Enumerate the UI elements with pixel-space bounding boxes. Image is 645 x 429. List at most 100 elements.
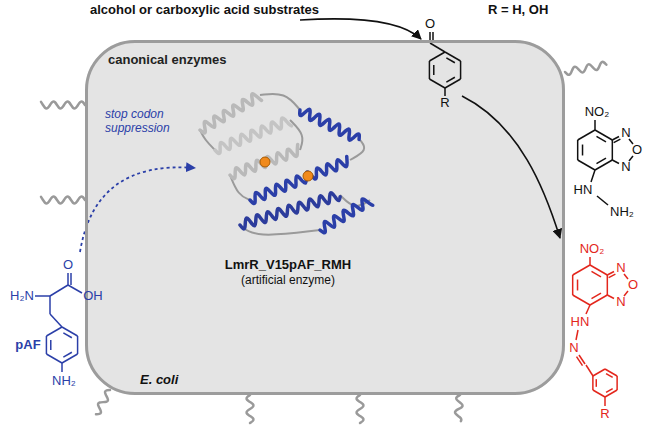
atom-label: O [425,17,435,32]
atom-label: N [569,341,578,356]
flagellum [96,390,110,414]
cell: canonical enzymesLmrR_V15pAF_RMH(artific… [85,40,565,395]
bond [607,272,614,276]
bond [595,130,612,140]
bond [35,295,50,297]
bond [429,61,431,79]
cell-body [85,40,565,395]
atom-label: O [63,258,73,273]
chemical-structures [35,32,633,406]
bond [586,305,590,314]
helix [300,109,360,140]
bond [590,265,607,275]
bond [597,196,608,205]
helix [215,118,291,154]
flagellum [565,62,606,75]
bond [586,365,593,376]
bond [429,79,445,88]
bond [612,160,619,164]
bond [446,58,455,63]
substrate-arrow [300,19,421,39]
atom-label: HN [574,183,593,198]
bond [605,390,617,397]
annotation: stop codon suppression [105,108,185,136]
flagellum [41,197,85,204]
atom-label: N [616,261,625,276]
cofactor-site [260,157,270,167]
bond [49,296,51,314]
helix [250,156,347,203]
atom-label: R [440,96,449,111]
bond [596,136,605,141]
bond [433,65,435,75]
cofactor-site [303,171,313,181]
flagellum [357,395,364,423]
bond [592,376,594,390]
bond [591,170,595,182]
bond [70,273,72,285]
bond [594,120,596,130]
reaction-arrow [462,96,560,238]
incorporation-arrow [80,167,195,252]
atom-label: O [632,143,642,158]
bond [62,354,78,363]
bond [77,336,79,354]
bond [577,357,583,366]
bond [593,369,605,376]
atom-label: NO₂ [580,242,605,257]
bond [616,376,618,390]
bond [67,273,69,285]
bond [612,140,614,160]
bond [446,77,455,82]
bond [50,285,68,296]
atom-label: NH₂ [610,205,634,220]
flagellum [41,102,85,109]
bond [595,160,612,170]
helix [320,199,373,233]
bond [578,130,595,140]
bond [445,52,461,61]
bond [605,369,617,376]
enzyme-name: LmrR_V15pAF_RMH [225,258,351,273]
bond [430,43,445,52]
loop [260,94,300,110]
bond [606,374,613,378]
bond [50,340,52,350]
bond [62,327,78,336]
bond [589,257,591,265]
atom-label: R [600,407,609,422]
bond [573,265,590,275]
atom-label: N [621,126,630,141]
atom-label: NH₂ [52,374,76,389]
flagellum [455,395,463,421]
flagella [41,62,606,423]
bond [577,140,579,160]
bond [46,354,62,363]
bond [577,280,579,291]
annotation: R = H, OH [488,3,548,18]
annotation: alcohol or carboxylic acid substrates [90,3,319,18]
bond [429,52,445,61]
atom-label: HN [571,315,590,330]
atom-label: NO₂ [585,105,610,120]
organism-label: E. coli [140,373,178,388]
bond [590,295,607,305]
bond [46,327,62,336]
bond [460,61,462,79]
bond [572,275,574,295]
bond [591,293,600,298]
bond [607,295,614,299]
bond [612,137,619,141]
bond [606,389,613,393]
atom-label: N [621,160,630,175]
bond [63,333,72,338]
bond [61,363,63,372]
enzyme-name: (artificial enzyme) [241,274,335,288]
bond [591,271,600,276]
bond [46,336,48,354]
bond [614,139,621,143]
bond [582,145,584,156]
helix [230,145,298,179]
bond [576,330,578,340]
bond [596,158,605,163]
